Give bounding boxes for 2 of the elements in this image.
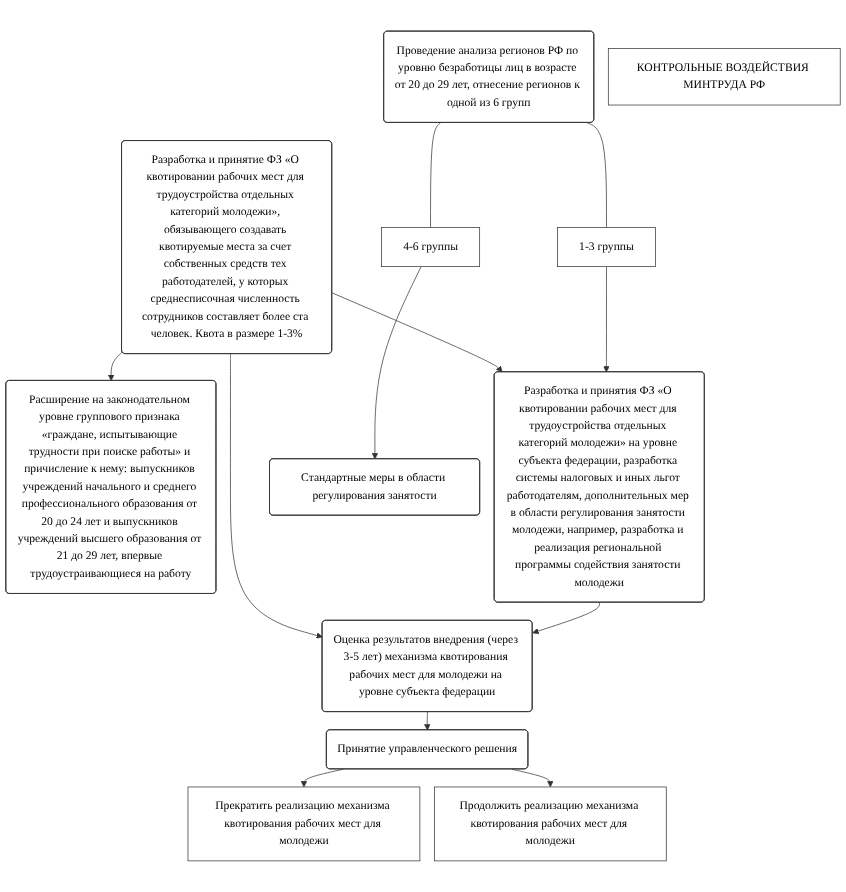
- connector: [587, 122, 607, 228]
- connector: [430, 122, 441, 228]
